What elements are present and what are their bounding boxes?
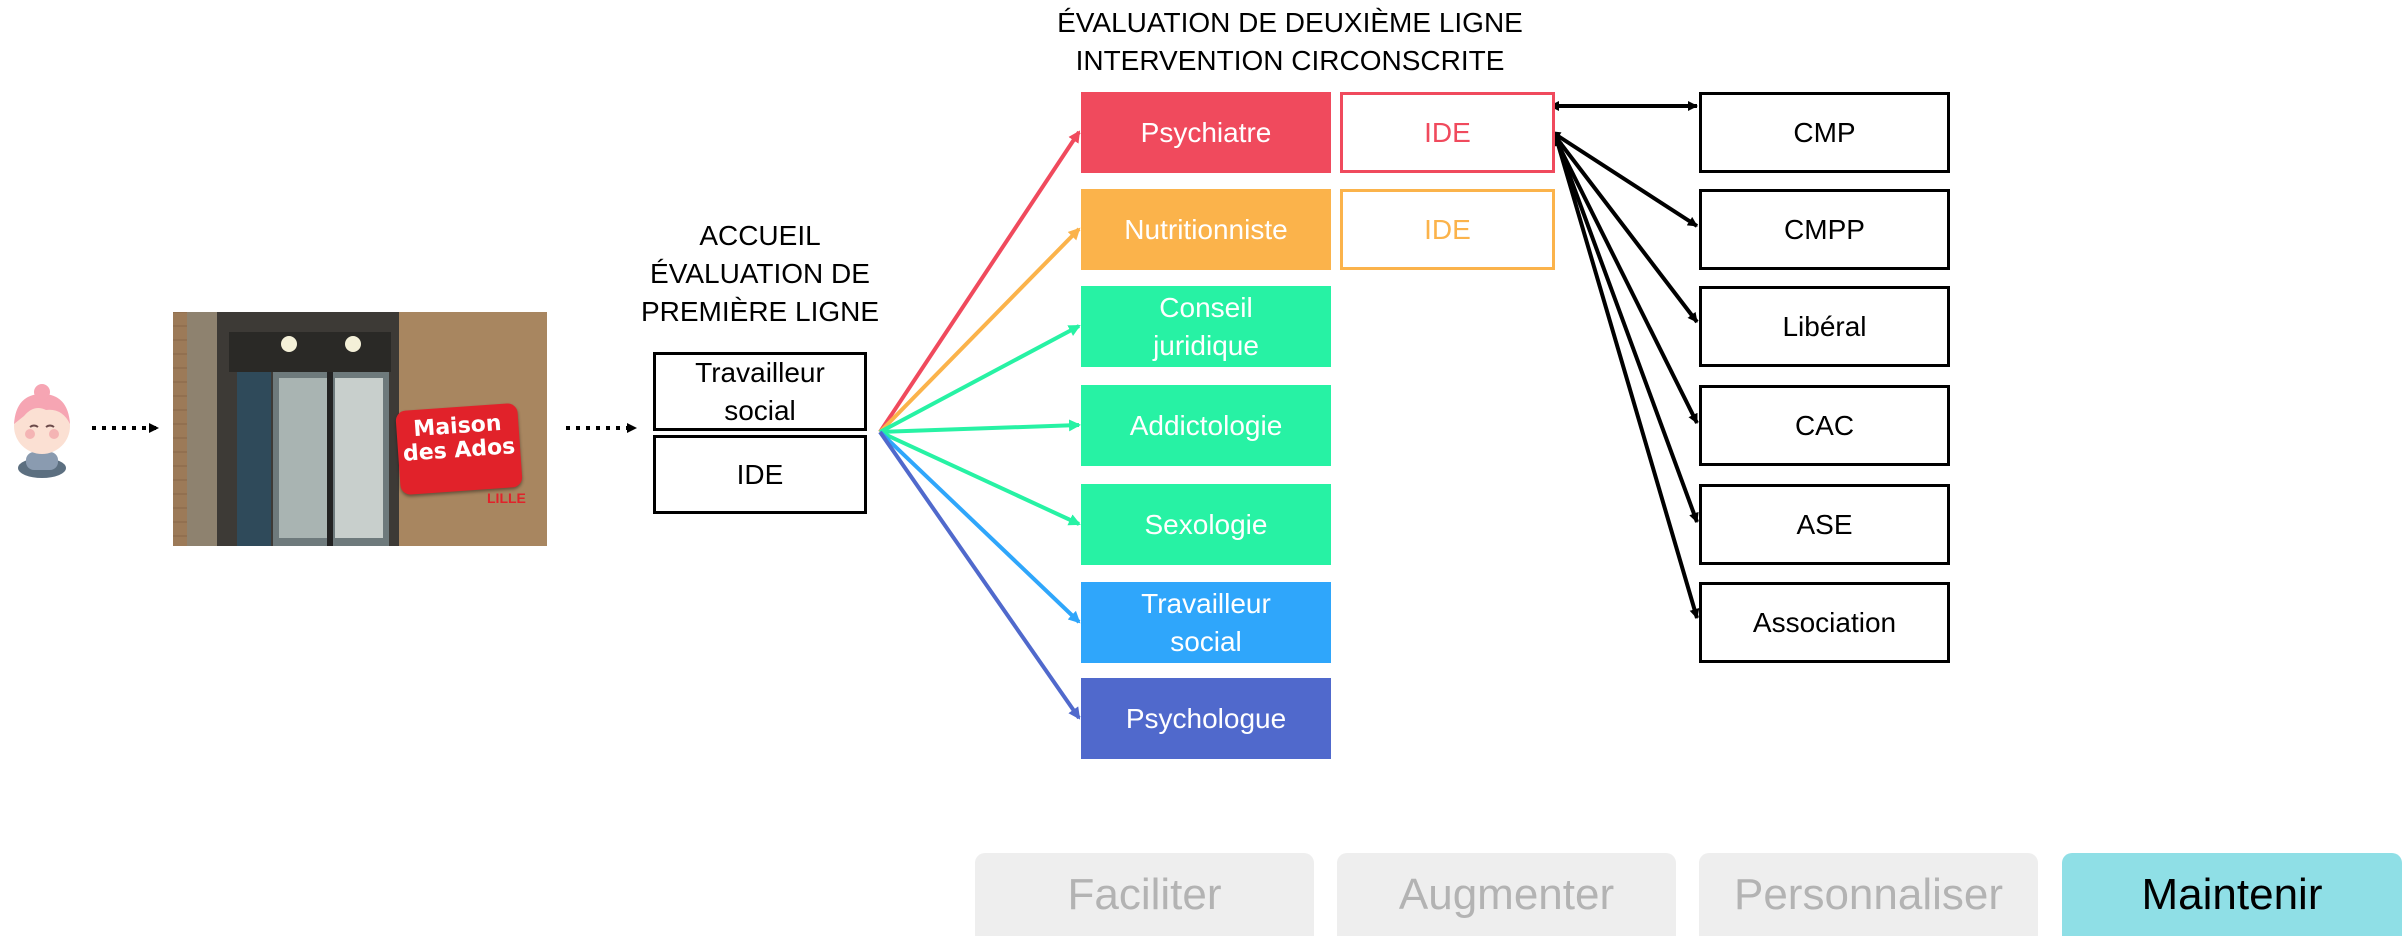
specialist-sexologie: Sexologie xyxy=(1081,484,1331,565)
partner-cmpp: CMPP xyxy=(1699,189,1950,270)
specialist-conseil-juridique: Conseil juridique xyxy=(1081,286,1331,367)
arrow-to-specialist xyxy=(878,430,1081,624)
tab-personnaliser[interactable]: Personnaliser xyxy=(1699,853,2038,936)
maison-des-ados-entrance-photo: Maison des Ados LILLE xyxy=(173,312,547,546)
first-line-heading: ACCUEIL ÉVALUATION DE PREMIÈRE LIGNE xyxy=(640,220,880,327)
partner-cac: CAC xyxy=(1699,385,1950,466)
arrow-to-specialist xyxy=(878,430,1081,720)
sign-logo-text: Maison des Ados xyxy=(402,411,517,467)
ide-box-nutritionniste: IDE xyxy=(1340,189,1555,270)
first-line-role-ide: IDE xyxy=(653,435,867,514)
arrow-to-specialist xyxy=(879,430,1081,526)
arrow-to-partner xyxy=(1552,132,1699,324)
arrow-to-specialist xyxy=(879,324,1081,434)
tab-maintenir[interactable]: Maintenir xyxy=(2062,853,2402,936)
partner-association: Association xyxy=(1699,582,1950,663)
arrow-to-partner xyxy=(1553,135,1700,619)
partner-cmp: CMP xyxy=(1699,92,1950,173)
ide-box-psychiatre: IDE xyxy=(1340,92,1555,173)
arrow-to-specialist xyxy=(879,419,1081,434)
partner-ase: ASE xyxy=(1699,484,1950,565)
first-line-role-social-worker: Travailleur social xyxy=(653,352,867,431)
sign-city-text: LILLE xyxy=(487,490,526,506)
tab-augmenter[interactable]: Augmenter xyxy=(1337,853,1676,936)
arrow-to-partner xyxy=(1553,135,1699,523)
specialist-travailleur-social: Travailleur social xyxy=(1081,582,1331,663)
specialist-nutritionniste: Nutritionniste xyxy=(1081,189,1331,270)
second-line-heading: ÉVALUATION DE DEUXIÈME LIGNE INTERVENTIO… xyxy=(1057,7,1523,76)
partner-liberal: Libéral xyxy=(1699,286,1950,367)
arrow-to-specialist xyxy=(878,130,1081,434)
tab-faciliter[interactable]: Faciliter xyxy=(975,853,1314,936)
arrow-to-specialist xyxy=(878,227,1081,434)
maison-des-ados-sign: Maison des Ados xyxy=(395,402,523,496)
specialist-addictologie: Addictologie xyxy=(1081,385,1331,466)
specialist-psychiatre: Psychiatre xyxy=(1081,92,1331,173)
specialist-psychologue: Psychologue xyxy=(1081,678,1331,759)
teenager-avatar-icon xyxy=(14,384,70,478)
